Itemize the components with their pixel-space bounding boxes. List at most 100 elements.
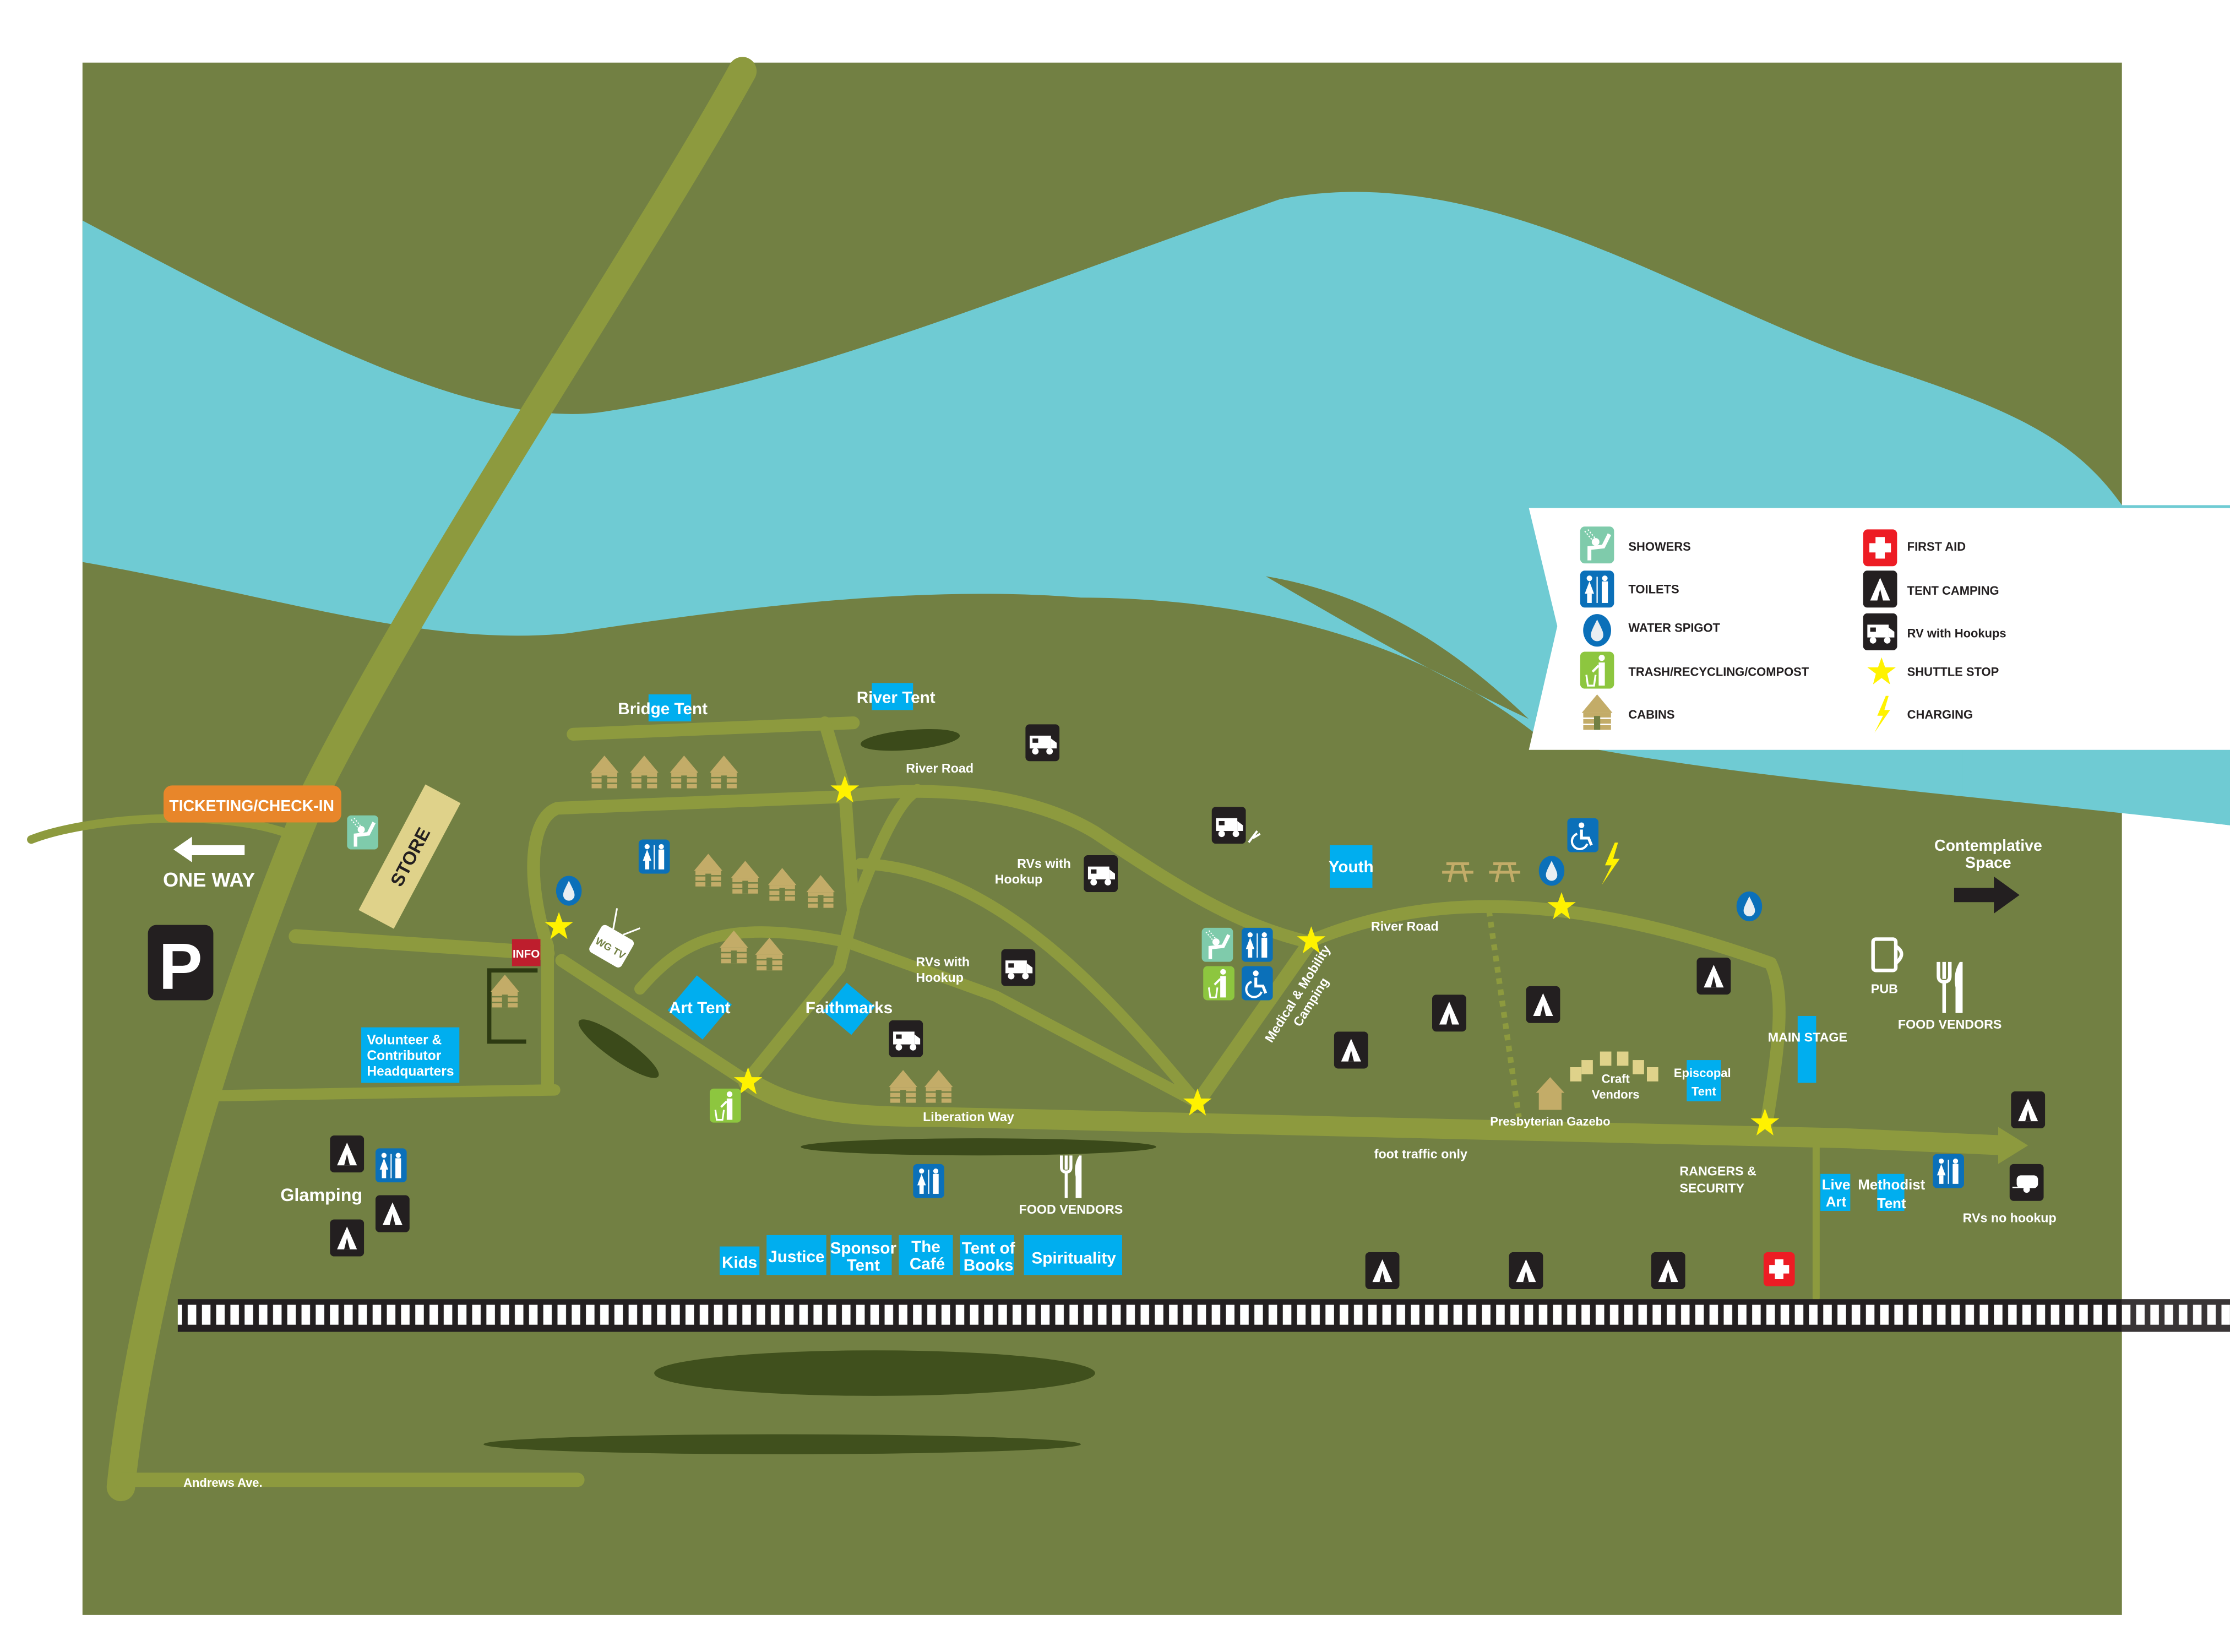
craft-vendors-label: Craft — [1602, 1072, 1630, 1085]
svg-text:Bridge Tent: Bridge Tent — [618, 700, 708, 718]
rv-icon — [889, 1020, 923, 1057]
parking-sign[interactable]: P — [148, 925, 214, 1003]
info-booth[interactable]: INFO — [512, 939, 541, 966]
svg-text:Books: Books — [964, 1256, 1014, 1274]
rv-icon — [1025, 724, 1060, 762]
water-spigot-icon — [1583, 614, 1611, 647]
legend-label: FIRST AID — [1907, 540, 1966, 553]
volunteer-hq[interactable]: Volunteer & Contributor Headquarters — [361, 1027, 460, 1083]
legend-label: SHOWERS — [1628, 540, 1690, 553]
shower-icon — [1202, 928, 1233, 962]
tent-icon — [330, 1135, 365, 1173]
svg-text:Youth: Youth — [1329, 858, 1374, 876]
rvs-no-hookup-label: RVs no hookup — [1963, 1211, 2057, 1225]
water-spigot-icon — [1538, 856, 1565, 886]
first-aid-icon — [1863, 529, 1897, 567]
plug-icon — [1248, 830, 1261, 843]
art-tent[interactable]: Art Tent — [667, 975, 732, 1040]
contemplative-space-label: Contemplative — [1934, 837, 2042, 855]
toilet-icon — [375, 1148, 407, 1183]
rv-icon — [1863, 613, 1897, 650]
svg-text:Justice: Justice — [768, 1248, 824, 1266]
rv-icon — [1211, 807, 1246, 844]
water-spigot-icon — [556, 876, 582, 906]
rv-icon — [1084, 855, 1118, 893]
rangers-label: RANGERS & — [1679, 1164, 1756, 1178]
tent-justice[interactable]: Justice — [766, 1235, 826, 1275]
svg-text:River Tent: River Tent — [857, 688, 935, 707]
tent-icon — [1696, 958, 1731, 995]
gazebo-icon — [1536, 1077, 1565, 1110]
arrow-right-icon — [1954, 876, 2020, 914]
tent-icon — [1651, 1252, 1685, 1290]
youth-tent[interactable]: Youth — [1329, 845, 1374, 888]
rvs-hookup-label: RVs with — [1017, 856, 1071, 871]
railroad-east — [2122, 1299, 2230, 1332]
food-vendors-label: FOOD VENDORS — [1898, 1017, 2002, 1031]
svg-text:Tent: Tent — [1877, 1196, 1906, 1211]
wheelchair-icon — [1242, 966, 1273, 1001]
tent-icon — [2011, 1091, 2046, 1129]
ticketing-sign[interactable]: TICKETING/CHECK-IN — [164, 785, 341, 823]
svg-text:Live: Live — [1822, 1177, 1851, 1193]
legend-label: TENT CAMPING — [1907, 584, 1999, 597]
river-east — [1962, 749, 2230, 825]
faithmarks-tent[interactable]: Faithmarks — [806, 982, 893, 1035]
tent-icon — [375, 1195, 410, 1232]
legend-label: CHARGING — [1907, 708, 1973, 721]
andrews-ave-label: Andrews Ave. — [183, 1476, 262, 1490]
tent-spirituality[interactable]: Spirituality — [1024, 1235, 1122, 1275]
legend-label: WATER SPIGOT — [1628, 621, 1720, 634]
toilet-icon — [638, 839, 670, 874]
rvs-hookup-label: Hookup — [995, 872, 1043, 887]
rv-no-hookup-icon — [2009, 1164, 2044, 1201]
legend-label: RV with Hookups — [1907, 627, 2006, 640]
volunteer-fence — [487, 968, 538, 1044]
legend: SHOWERS TOILETS WATER SPIGOT TRASH/RECYC… — [1529, 508, 2230, 750]
svg-text:P: P — [159, 930, 202, 1003]
svg-text:Headquarters: Headquarters — [367, 1064, 454, 1079]
svg-text:INFO: INFO — [513, 948, 540, 960]
legend-label: TRASH/RECYCLING/COMPOST — [1628, 665, 1809, 678]
toilet-icon — [1580, 570, 1614, 608]
tent-kids[interactable]: Kids — [719, 1246, 760, 1275]
tent-icon — [1509, 1252, 1543, 1290]
pub-label: PUB — [1871, 982, 1898, 996]
tent-icon — [1334, 1031, 1368, 1069]
rangers-label: SECURITY — [1679, 1181, 1744, 1195]
legend-label: TOILETS — [1628, 583, 1679, 596]
svg-text:TICKETING/CHECK-IN: TICKETING/CHECK-IN — [169, 797, 334, 815]
svg-text:Sponsor: Sponsor — [830, 1239, 897, 1257]
svg-text:Art: Art — [1826, 1194, 1847, 1210]
wheelchair-icon — [1567, 818, 1598, 852]
bridge-tent[interactable]: Bridge Tent — [618, 694, 708, 722]
river-road-label: River Road — [1371, 919, 1439, 933]
first-aid-icon[interactable] — [1763, 1252, 1795, 1286]
shower-icon — [347, 816, 378, 850]
toilet-icon — [913, 1164, 945, 1198]
water-spigot-icon — [1736, 891, 1763, 922]
trash-icon — [709, 1088, 741, 1123]
roads — [27, 57, 2028, 1502]
legend-label: CABINS — [1628, 708, 1674, 721]
map-icons — [330, 724, 2046, 1290]
tent-icon — [1365, 1252, 1400, 1290]
svg-text:MAIN STAGE: MAIN STAGE — [1768, 1030, 1847, 1044]
shower-icon — [1580, 526, 1614, 563]
river-tent[interactable]: River Tent — [857, 683, 935, 710]
trash-icon — [1203, 966, 1234, 1001]
craft-vendor-stalls — [1570, 1051, 1658, 1082]
svg-text:Tent: Tent — [847, 1256, 880, 1274]
railroad — [177, 1299, 2122, 1332]
svg-text:Spirituality: Spirituality — [1031, 1249, 1116, 1268]
tent-icon — [1526, 986, 1560, 1023]
main-stage[interactable]: MAIN STAGE — [1768, 1015, 1847, 1083]
